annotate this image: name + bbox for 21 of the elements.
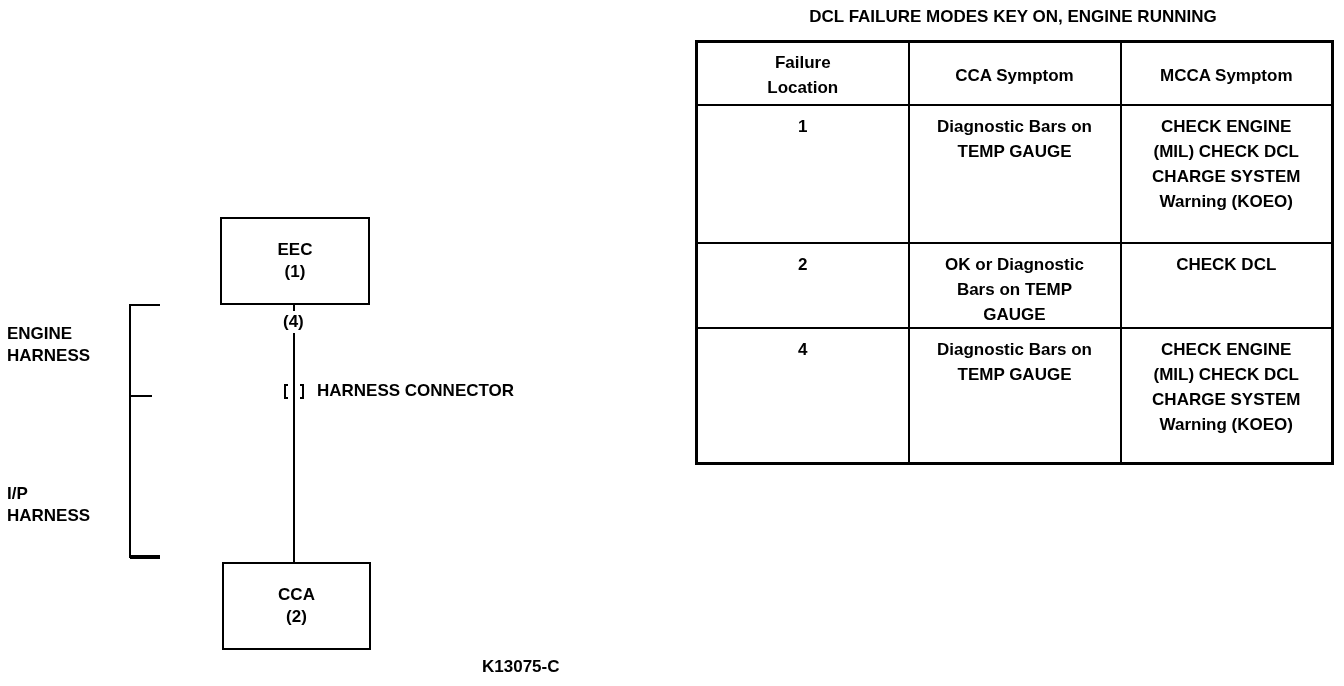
table-cell-text: 2 bbox=[797, 253, 809, 276]
figure-code: K13075-C bbox=[482, 656, 560, 678]
table-cell-text: CHECK ENGINE (MIL) CHECK DCL CHARGE SYSTEM Warning (KOEO) bbox=[1151, 115, 1302, 213]
table-cell-text: Diagnostic Bars on TEMP GAUGE bbox=[936, 338, 1093, 386]
module-box: CCA (2) bbox=[222, 562, 371, 650]
column-header: CCA Symptom bbox=[954, 64, 1075, 87]
table-title: DCL FAILURE MODES KEY ON, ENGINE RUNNING bbox=[808, 6, 1218, 28]
module-box: EEC (1) bbox=[220, 217, 370, 305]
column-header: Failure Location bbox=[766, 52, 840, 100]
table-cell-text: CHECK DCL bbox=[1175, 253, 1278, 276]
table-cell-text: 1 bbox=[797, 115, 809, 138]
column-header: MCCA Symptom bbox=[1158, 64, 1294, 87]
table-cell-text: OK or Diagnostic Bars on TEMP GAUGE bbox=[944, 253, 1085, 326]
harness-label: ENGINE HARNESS bbox=[7, 323, 92, 367]
table-cell-text: 4 bbox=[797, 338, 809, 361]
wire-line bbox=[293, 304, 295, 563]
connector-label: HARNESS CONNECTOR bbox=[317, 380, 515, 402]
location-number: (4) bbox=[283, 311, 304, 333]
table-cell-text: CHECK ENGINE (MIL) CHECK DCL CHARGE SYSTEM Warning (KOEO) bbox=[1151, 338, 1302, 436]
table-cell-text: Diagnostic Bars on TEMP GAUGE bbox=[936, 115, 1093, 163]
harness-label: I/P HARNESS bbox=[7, 483, 92, 527]
